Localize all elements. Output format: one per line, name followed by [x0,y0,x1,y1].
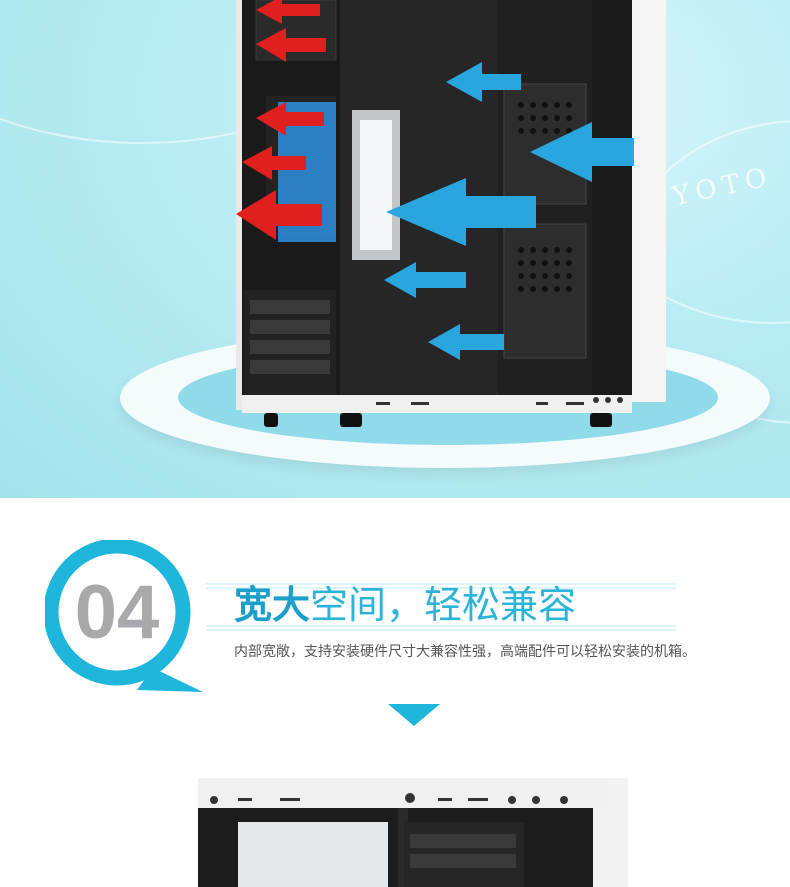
section-title-bold: 宽大 [234,583,311,627]
section-number-badge: 04 [45,540,203,692]
case-foot [264,413,278,427]
pc-case-interior-preview [198,778,628,887]
case-bottom-rail [242,395,632,413]
title-decoration-lines [206,583,676,631]
bottom-rail-holes [376,397,623,405]
top-rail-holes [210,793,568,804]
case-side-panel [628,0,666,402]
hero-product-image: YOTO [0,0,790,498]
section-number: 04 [75,570,160,655]
section-title: 宽大空间，轻松兼容 [234,582,576,628]
airflow-intake-arrows [384,62,634,360]
down-arrow-indicator [388,704,440,726]
badge-ring [45,540,191,686]
case-top-rail [198,778,608,808]
badge-tail [137,668,203,692]
cutout-window [238,822,388,887]
expansion-slot-covers [250,300,330,374]
airflow-exhaust-arrows [236,0,326,240]
case-front-edge [236,0,242,410]
section-description: 内部宽敞，支持安装硬件尺寸大兼容性强，高端配件可以轻松安装的机箱。 [234,644,696,660]
case-foot [340,413,362,427]
feature-section: 04 宽大空间，轻松兼容 内部宽敞，支持安装硬件尺寸大兼容性强，高端配件可以轻松… [0,498,790,887]
cutout-window-inner [360,120,392,250]
section-title-rest: 空间，轻松兼容 [310,583,577,627]
pc-case-illustration [236,0,666,427]
case-foot [590,413,612,427]
drive-cage-holes [518,102,572,292]
